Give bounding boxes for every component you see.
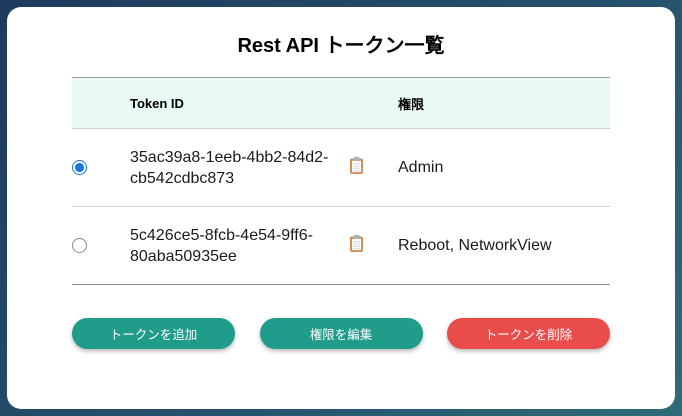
token-id-text: 5c426ce5-8fcb-4e54-9ff6-80aba50935ee — [130, 226, 313, 265]
permission-cell: Reboot, NetworkView — [398, 236, 552, 254]
action-button-row: トークンを追加 権限を編集 トークンを削除 — [72, 318, 610, 349]
token-radio-selected[interactable] — [72, 159, 87, 175]
table-row: 5c426ce5-8fcb-4e54-9ff6-80aba50935ee Reb… — [72, 207, 610, 285]
token-table: Token ID 権限 35ac39a8-1eeb-4bb2-84d2-cb54… — [72, 77, 610, 285]
token-radio-unselected[interactable] — [72, 237, 87, 253]
clipboard-icon[interactable] — [349, 156, 364, 180]
radio-column-header — [72, 78, 130, 129]
delete-token-button[interactable]: トークンを削除 — [447, 318, 610, 349]
add-token-button[interactable]: トークンを追加 — [72, 318, 235, 349]
table-row: 35ac39a8-1eeb-4bb2-84d2-cb542cdbc873 Adm… — [72, 129, 610, 207]
page-title: Rest API トークン一覧 — [237, 35, 445, 57]
table-header-row: Token ID 権限 — [72, 77, 610, 129]
token-id-cell: 5c426ce5-8fcb-4e54-9ff6-80aba50935ee — [130, 207, 398, 285]
token-id-text: 35ac39a8-1eeb-4bb2-84d2-cb542cdbc873 — [130, 148, 329, 187]
token-id-cell: 35ac39a8-1eeb-4bb2-84d2-cb542cdbc873 — [130, 129, 398, 207]
token-radio-cell — [72, 129, 130, 207]
permission-column-header: 権限 — [398, 96, 425, 112]
permission-cell: Admin — [398, 158, 444, 176]
clipboard-icon[interactable] — [349, 234, 364, 258]
token-list-card: Rest API トークン一覧 Token ID 権限 35ac39a8-1ee… — [7, 7, 675, 409]
token-radio-cell — [72, 207, 130, 285]
token-id-column-header: Token ID — [130, 95, 184, 111]
edit-permission-button[interactable]: 権限を編集 — [259, 318, 423, 349]
